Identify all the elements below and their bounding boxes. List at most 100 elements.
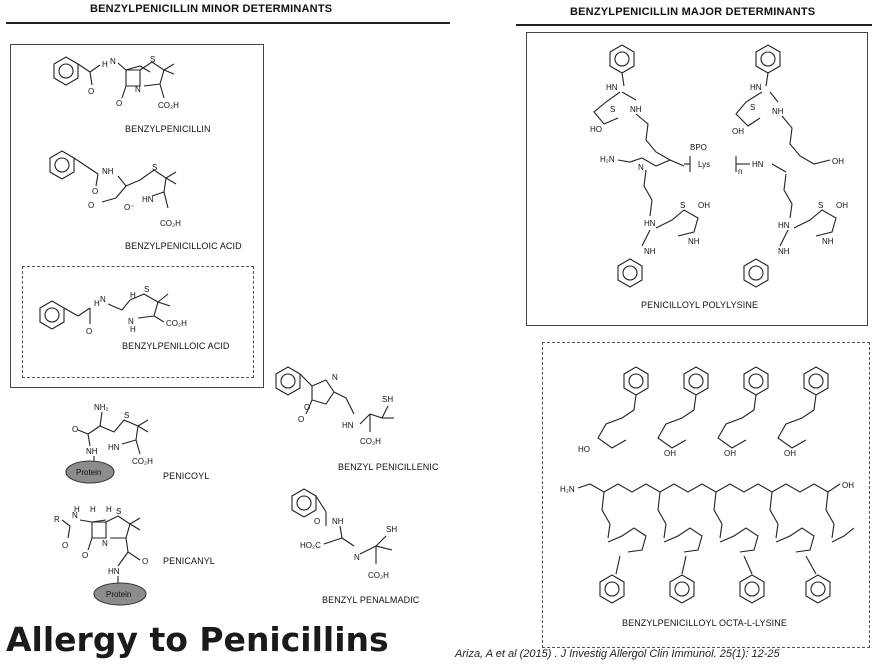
svg-text:HN: HN: [342, 421, 354, 430]
penicoyl-structure: NH₂ O NH S HN CO₂H Protein: [65, 403, 153, 484]
polylysine-panel: [526, 32, 868, 326]
svg-text:OH: OH: [664, 449, 676, 458]
svg-text:H: H: [102, 60, 108, 69]
svg-text:BPO: BPO: [690, 143, 707, 152]
svg-text:O: O: [88, 201, 94, 210]
svg-text:NH: NH: [332, 517, 344, 526]
svg-text:HN: HN: [752, 160, 764, 169]
svg-text:NH: NH: [102, 167, 114, 176]
svg-text:N: N: [128, 317, 134, 326]
benzyl-penalmadic-label: BENZYL PENALMADIC: [322, 595, 420, 605]
svg-text:O⁻: O⁻: [124, 203, 134, 212]
svg-text:NH: NH: [86, 447, 98, 456]
slide-title: Allergy to Penicillins: [6, 620, 389, 659]
svg-text:HN: HN: [606, 83, 618, 92]
minor-header-rule: [6, 22, 450, 24]
svg-text:Lys: Lys: [698, 160, 710, 169]
svg-text:O: O: [314, 517, 320, 526]
penicilloyl-polylysine-label: PENICILLOYL POLYLYSINE: [641, 300, 759, 310]
svg-text:N: N: [135, 85, 141, 94]
minor-determinants-panel: [10, 44, 264, 388]
octalysine-dashed-box: [542, 342, 870, 648]
svg-text:S: S: [610, 105, 615, 114]
svg-text:NH: NH: [688, 237, 700, 246]
svg-text:NH₂: NH₂: [94, 403, 109, 412]
svg-text:S: S: [750, 103, 755, 112]
svg-text:CO₂H: CO₂H: [368, 571, 389, 580]
benzylpenicillin-structure: O H N N S O CO₂H: [53, 55, 179, 110]
svg-text:S: S: [144, 285, 149, 294]
benzylpenicilloic-acid-label: BENZYLPENICILLOIC ACID: [125, 241, 242, 251]
svg-text:N: N: [100, 295, 106, 304]
svg-text:S: S: [124, 411, 129, 420]
svg-text:H: H: [130, 291, 136, 300]
svg-text:H: H: [94, 299, 100, 308]
svg-text:H₂N: H₂N: [600, 155, 615, 164]
benzyl-penalmadic-structure: O NH HO₂C N SH CO₂H: [291, 488, 397, 580]
benzyl-penicillenic-structure: N O O HN SH CO₂H: [275, 366, 394, 446]
penicilloyl-polylysine-structure: HN S HO NH H₂N N BPO Lys n HN HN S OH NH…: [590, 44, 848, 288]
penilloic-acid-dashed-box: [22, 266, 254, 378]
penicanyl-label: PENICANYL: [163, 556, 215, 566]
svg-text:H: H: [106, 505, 112, 514]
benzylpenilloic-acid-label: BENZYLPENILLOIC ACID: [122, 341, 230, 351]
svg-text:n: n: [738, 167, 742, 176]
svg-text:CO₂H: CO₂H: [158, 101, 179, 110]
svg-text:HN: HN: [644, 219, 656, 228]
svg-text:SH: SH: [386, 525, 397, 534]
svg-text:HN: HN: [108, 567, 120, 576]
svg-text:NH: NH: [822, 237, 834, 246]
benzylpenicilloyl-octa-l-lysine-label: BENZYLPENICILLOYL OCTA-L-LYSINE: [622, 618, 787, 628]
benzylpenicillin-label: BENZYLPENICILLIN: [125, 124, 211, 134]
svg-text:O: O: [82, 551, 88, 560]
svg-text:N: N: [72, 511, 78, 520]
svg-text:S: S: [680, 201, 685, 210]
svg-text:CO₂H: CO₂H: [160, 219, 181, 228]
svg-text:O: O: [142, 557, 148, 566]
svg-text:O: O: [304, 403, 310, 412]
svg-text:OH: OH: [724, 449, 736, 458]
svg-text:CO₂H: CO₂H: [166, 319, 187, 328]
svg-text:S: S: [818, 201, 823, 210]
svg-text:S: S: [150, 55, 155, 64]
svg-text:O: O: [116, 99, 122, 108]
benzylpenicilloyl-octa-l-lysine-structure: HO OH OH OH H₂N OH: [560, 366, 855, 604]
svg-text:N: N: [110, 57, 116, 66]
svg-text:OH: OH: [832, 157, 844, 166]
svg-text:S: S: [152, 163, 157, 172]
major-header-rule: [516, 24, 872, 26]
major-determinants-header: BENZYLPENICILLIN MAJOR DETERMINANTS: [570, 6, 816, 18]
svg-text:Protein: Protein: [106, 590, 131, 599]
svg-text:NH: NH: [630, 105, 642, 114]
svg-text:N: N: [102, 539, 108, 548]
svg-text:NH: NH: [772, 107, 784, 116]
svg-text:NH: NH: [644, 247, 656, 256]
svg-text:R: R: [54, 515, 60, 524]
svg-text:NH: NH: [778, 247, 790, 256]
svg-text:O: O: [92, 187, 98, 196]
svg-text:H: H: [90, 505, 96, 514]
svg-text:OH: OH: [836, 201, 848, 210]
svg-text:HO₂C: HO₂C: [300, 541, 321, 550]
svg-text:OH: OH: [698, 201, 710, 210]
benzyl-penicillenic-label: BENZYL PENICILLENIC: [338, 462, 439, 472]
svg-text:OH: OH: [784, 449, 796, 458]
svg-text:O: O: [62, 541, 68, 550]
svg-text:HN: HN: [108, 443, 120, 452]
svg-text:H: H: [130, 325, 136, 334]
svg-text:HO: HO: [590, 125, 602, 134]
svg-text:Protein: Protein: [76, 468, 101, 477]
svg-text:O: O: [72, 425, 78, 434]
citation: Ariza, A et al (2015) . J Investig Aller…: [455, 648, 780, 660]
svg-text:H₂N: H₂N: [560, 485, 575, 494]
svg-text:N: N: [638, 163, 644, 172]
svg-text:H: H: [74, 505, 80, 514]
svg-text:N: N: [332, 373, 338, 382]
svg-text:CO₂H: CO₂H: [132, 457, 153, 466]
svg-text:HN: HN: [750, 83, 762, 92]
svg-text:S: S: [116, 507, 121, 516]
svg-text:HN: HN: [778, 221, 790, 230]
